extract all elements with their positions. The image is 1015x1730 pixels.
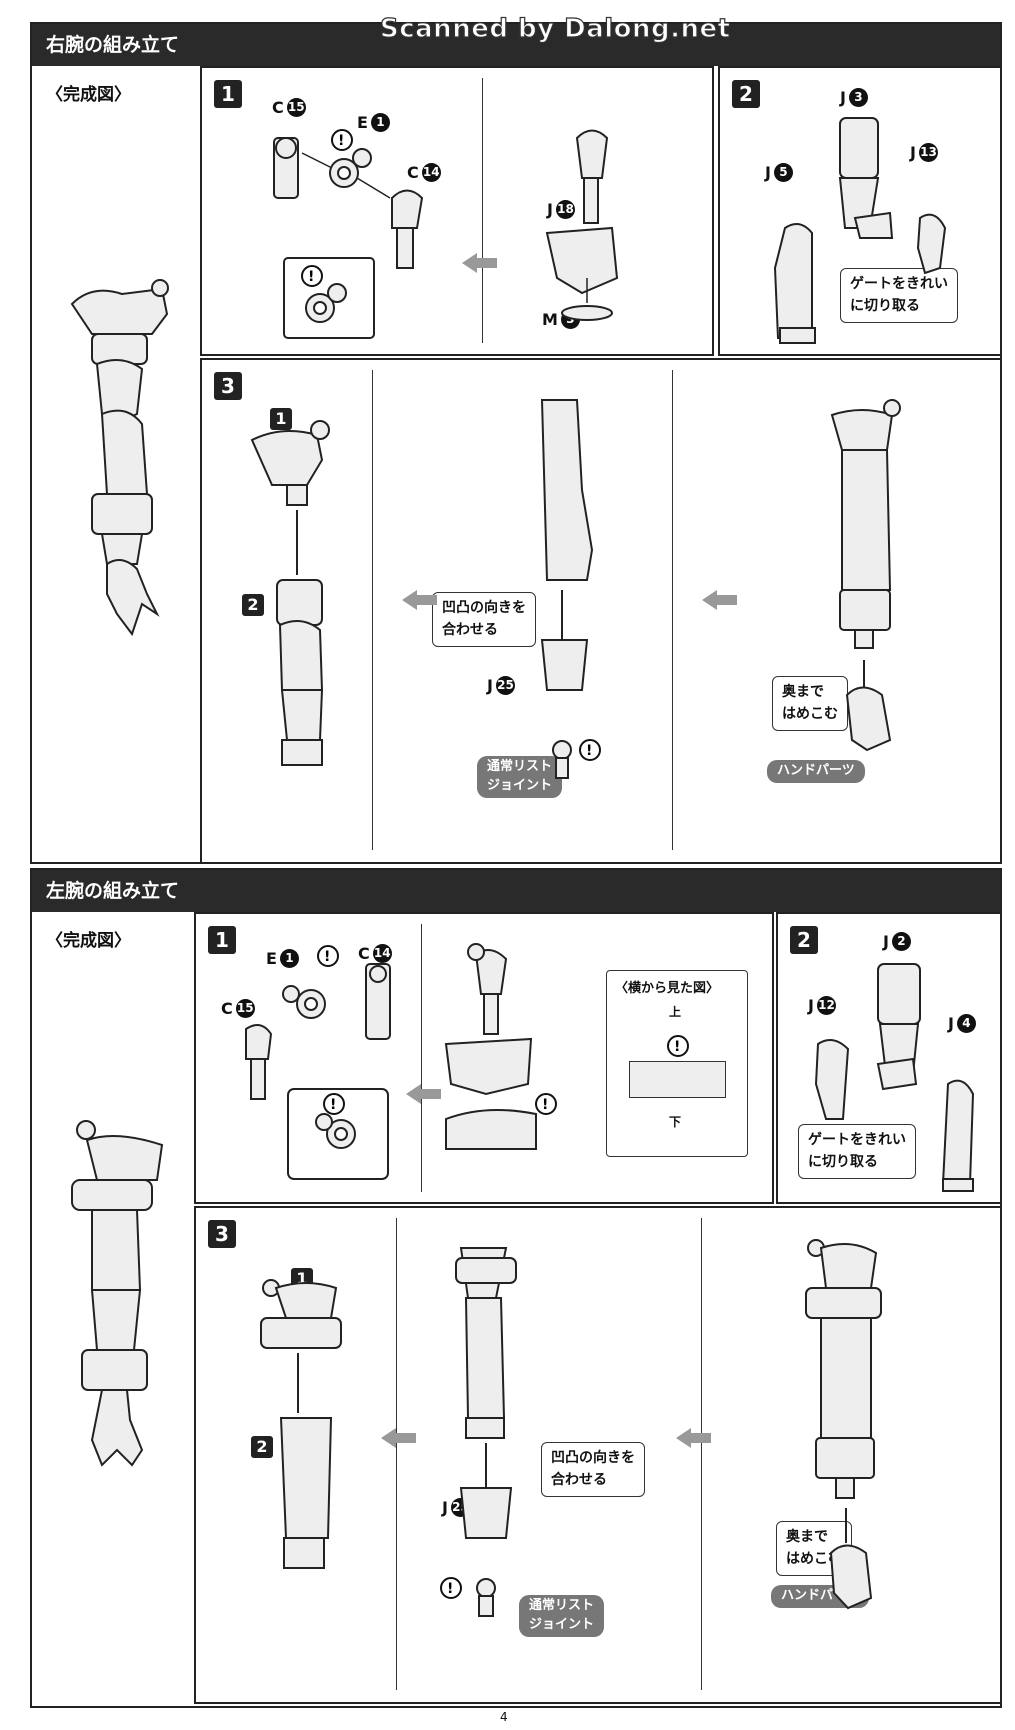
warn-icon: ! bbox=[667, 1035, 689, 1057]
svg-text:!: ! bbox=[447, 1581, 453, 1597]
section-title: 右腕の組み立て bbox=[32, 24, 1000, 66]
step3-illustration: ! bbox=[260, 1239, 882, 1617]
cut-gate-callout: ゲートをきれいに切り取る bbox=[840, 268, 958, 324]
watermark: Scanned by Dalong.net bbox=[379, 13, 731, 44]
svg-text:!: ! bbox=[330, 1097, 336, 1113]
left-arm-section: 左腕の組み立て 〈完成図〉 1 E1 C14 C15 J18 M5 〈横から見た… bbox=[30, 868, 1002, 1708]
panel-divider bbox=[396, 1218, 397, 1690]
svg-text:!: ! bbox=[324, 949, 330, 965]
svg-text:!: ! bbox=[674, 1039, 680, 1055]
side-view-part bbox=[629, 1061, 726, 1098]
svg-text:!: ! bbox=[308, 269, 314, 285]
page-number: 4 bbox=[500, 1710, 508, 1724]
panel-divider bbox=[701, 1218, 702, 1690]
step1-panel: 1 E1 C14 C15 J18 M5 〈横から見た図〉 上 下 bbox=[194, 912, 774, 1204]
step-number: 1 bbox=[208, 926, 236, 954]
wrist-joint-tag: 通常リストジョイント bbox=[519, 1595, 605, 1637]
side-view-bottom: 下 bbox=[669, 1115, 682, 1129]
step2-illustration bbox=[773, 117, 947, 344]
step-number: 1 bbox=[214, 80, 242, 108]
svg-text:!: ! bbox=[338, 133, 344, 149]
side-view-box: 〈横から見た図〉 上 下 bbox=[606, 970, 748, 1157]
align-callout: 凹凸の向きを合わせる bbox=[432, 592, 536, 648]
panel-divider bbox=[372, 370, 373, 850]
substep-number: 2 bbox=[242, 594, 264, 616]
wrist-joint-tag: 通常リストジョイント bbox=[477, 756, 563, 798]
svg-text:!: ! bbox=[542, 1097, 548, 1113]
push-in-callout: 奥まではめこむ bbox=[772, 676, 848, 732]
right-arm-section: 右腕の組み立て 〈完成図〉 1 C15 E1 C14 J18 M3 bbox=[30, 22, 1002, 864]
step-number: 2 bbox=[790, 926, 818, 954]
step1-illustration: ! ! bbox=[273, 129, 619, 339]
side-view-top: 上 bbox=[669, 1005, 682, 1019]
step-number: 3 bbox=[208, 1220, 236, 1248]
svg-text:!: ! bbox=[586, 743, 592, 759]
step1-panel: 1 C15 E1 C14 J18 M3 bbox=[200, 66, 714, 356]
panel-divider bbox=[672, 370, 673, 850]
step2-illustration bbox=[814, 963, 975, 1192]
section-title: 左腕の組み立て bbox=[32, 870, 1000, 912]
cut-gate-callout: ゲートをきれいに切り取る bbox=[798, 1124, 916, 1180]
panel-divider bbox=[482, 78, 483, 343]
complete-label: 〈完成図〉 bbox=[46, 85, 131, 105]
panel-divider bbox=[421, 924, 422, 1192]
completed-arm-illustration bbox=[70, 279, 169, 637]
side-view-title: 〈横から見た図〉 bbox=[615, 981, 720, 996]
step3-illustration: ! bbox=[250, 399, 901, 779]
step-number: 3 bbox=[214, 372, 242, 400]
substep-number: 1 bbox=[270, 408, 292, 430]
complete-label: 〈完成図〉 bbox=[46, 931, 131, 951]
hand-parts-tag: ハンドパーツ bbox=[767, 760, 865, 783]
substep-number: 2 bbox=[251, 1436, 273, 1458]
align-callout: 凹凸の向きを合わせる bbox=[541, 1442, 645, 1498]
step-number: 2 bbox=[732, 80, 760, 108]
completed-arm-illustration bbox=[71, 1120, 164, 1467]
step1-illustration: ! ! ! bbox=[245, 943, 557, 1180]
